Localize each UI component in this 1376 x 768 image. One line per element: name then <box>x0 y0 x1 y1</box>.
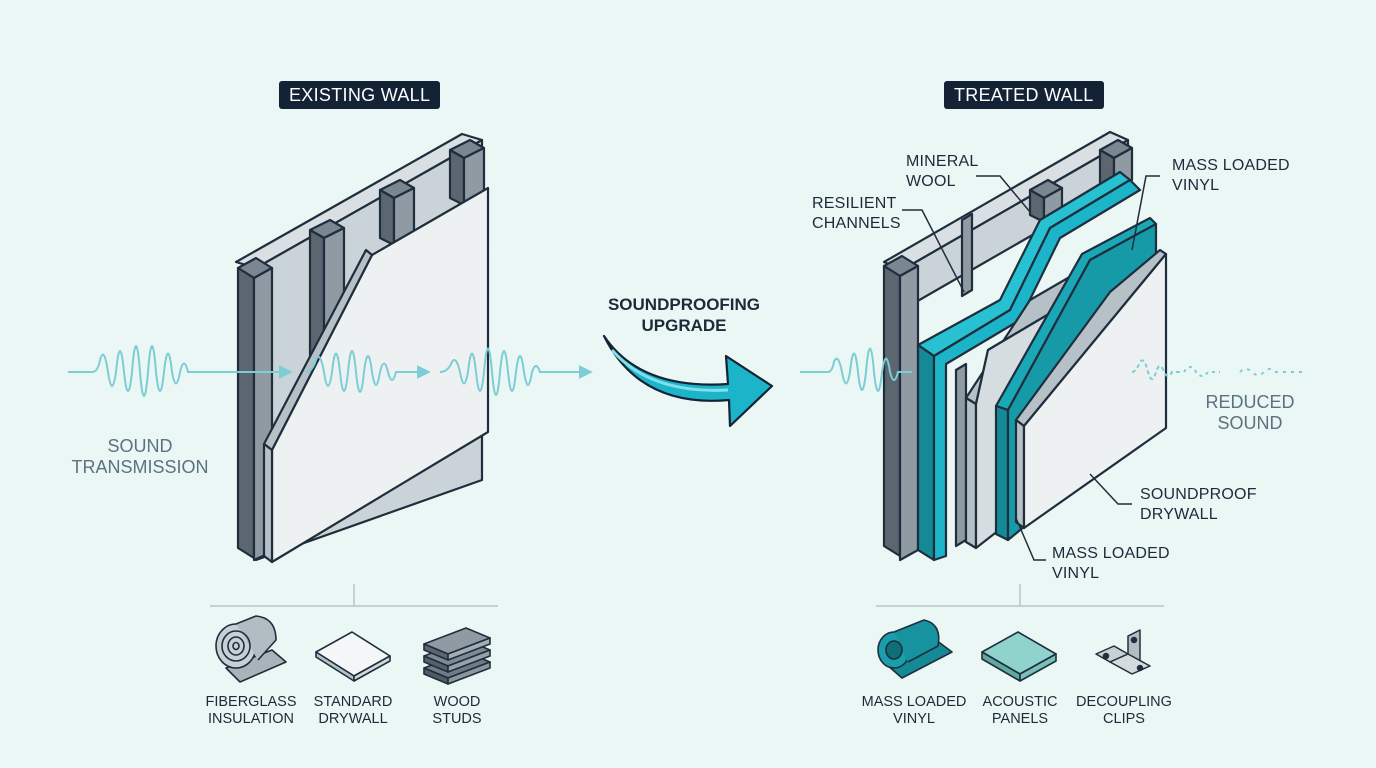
material-label-wood-studs-line1: WOOD <box>433 694 481 710</box>
drywall-sheet-icon <box>315 631 391 682</box>
material-label-drywall-line1: STANDARD <box>313 694 393 710</box>
material-label-mlv-line2: VINYL <box>893 711 935 727</box>
callout-leaders <box>902 175 1160 561</box>
curved-arrow-icon <box>602 334 774 428</box>
material-label-clips-line1: DECOUPLING <box>1076 694 1172 710</box>
existing-wall-title: EXISTING WALL <box>279 81 441 109</box>
material-label-wood-studs-line2: STUDS <box>432 711 482 727</box>
treated-materials-bracket <box>876 584 1164 607</box>
reduced-sound-label-line1: REDUCED <box>1205 392 1295 412</box>
soundproof-drywall-callout: SOUNDPROOF DRYWALL <box>1140 485 1257 525</box>
sound-transmission-label: SOUND TRANSMISSION <box>60 436 220 478</box>
resilient-channels-callout-line1: RESILIENT <box>812 195 897 212</box>
soundproof-drywall-callout-line1: SOUNDPROOF <box>1140 486 1257 503</box>
material-label-mlv-line1: MASS LOADED <box>861 694 967 710</box>
treated-wall-title: TREATED WALL <box>944 81 1104 109</box>
upgrade-label-line1: SOUNDPROOFING <box>607 295 761 314</box>
reduced-sound-label: REDUCED SOUND <box>1188 392 1312 434</box>
wood-studs-icon <box>423 627 491 685</box>
acoustic-panel-icon <box>981 631 1057 682</box>
mlv-bottom-callout-line1: MASS LOADED <box>1052 545 1170 562</box>
mass-loaded-vinyl-callout-bottom: MASS LOADED VINYL <box>1052 544 1170 584</box>
soundproof-drywall-callout-line2: DRYWALL <box>1140 506 1218 523</box>
material-label-mlv: MASS LOADED VINYL <box>858 694 970 728</box>
sound-transmission-wave <box>68 345 593 397</box>
vinyl-roll-icon <box>877 619 953 679</box>
existing-wall-illustration <box>234 132 490 564</box>
material-label-fiberglass-line1: FIBERGLASS <box>205 694 297 710</box>
sound-transmission-label-line1: SOUND <box>107 436 173 456</box>
soundproofing-upgrade-label: SOUNDPROOFING UPGRADE <box>598 294 770 336</box>
treated-wall-illustration <box>882 130 1168 562</box>
material-label-clips-line2: CLIPS <box>1103 711 1145 727</box>
reduced-sound-label-line2: SOUND <box>1217 413 1283 433</box>
material-label-decoupling-clips: DECOUPLING CLIPS <box>1074 694 1174 728</box>
mineral-wool-callout-line1: MINERAL <box>906 153 979 170</box>
upgrade-label-line2: UPGRADE <box>641 316 727 335</box>
mineral-wool-callout: MINERAL WOOL <box>906 152 979 192</box>
material-label-drywall-line2: DRYWALL <box>318 711 388 727</box>
material-label-acoustic-line1: ACOUSTIC <box>982 694 1058 710</box>
mass-loaded-vinyl-callout-top: MASS LOADED VINYL <box>1172 156 1290 196</box>
material-label-fiberglass: FIBERGLASS INSULATION <box>196 694 306 728</box>
sound-transmission-label-line2: TRANSMISSION <box>71 457 209 477</box>
existing-materials-bracket <box>210 584 498 607</box>
material-label-fiberglass-line2: INSULATION <box>208 711 294 727</box>
decoupling-clip-icon <box>1095 629 1151 675</box>
mlv-top-callout-line2: VINYL <box>1172 177 1220 194</box>
resilient-channels-callout: RESILIENT CHANNELS <box>812 194 901 234</box>
material-label-wood-studs: WOOD STUDS <box>410 694 504 728</box>
insulation-roll-icon <box>215 615 287 683</box>
mlv-bottom-callout-line2: VINYL <box>1052 565 1100 582</box>
reduced-sound-wave <box>800 347 1306 392</box>
resilient-channels-callout-line2: CHANNELS <box>812 215 901 232</box>
material-label-drywall: STANDARD DRYWALL <box>300 694 406 728</box>
resilient-channel <box>954 362 968 548</box>
material-label-acoustic-line2: PANELS <box>991 711 1049 727</box>
mineral-wool-callout-line2: WOOL <box>906 173 956 190</box>
mlv-top-callout-line1: MASS LOADED <box>1172 157 1290 174</box>
material-label-acoustic-panels: ACOUSTIC PANELS <box>972 694 1068 728</box>
